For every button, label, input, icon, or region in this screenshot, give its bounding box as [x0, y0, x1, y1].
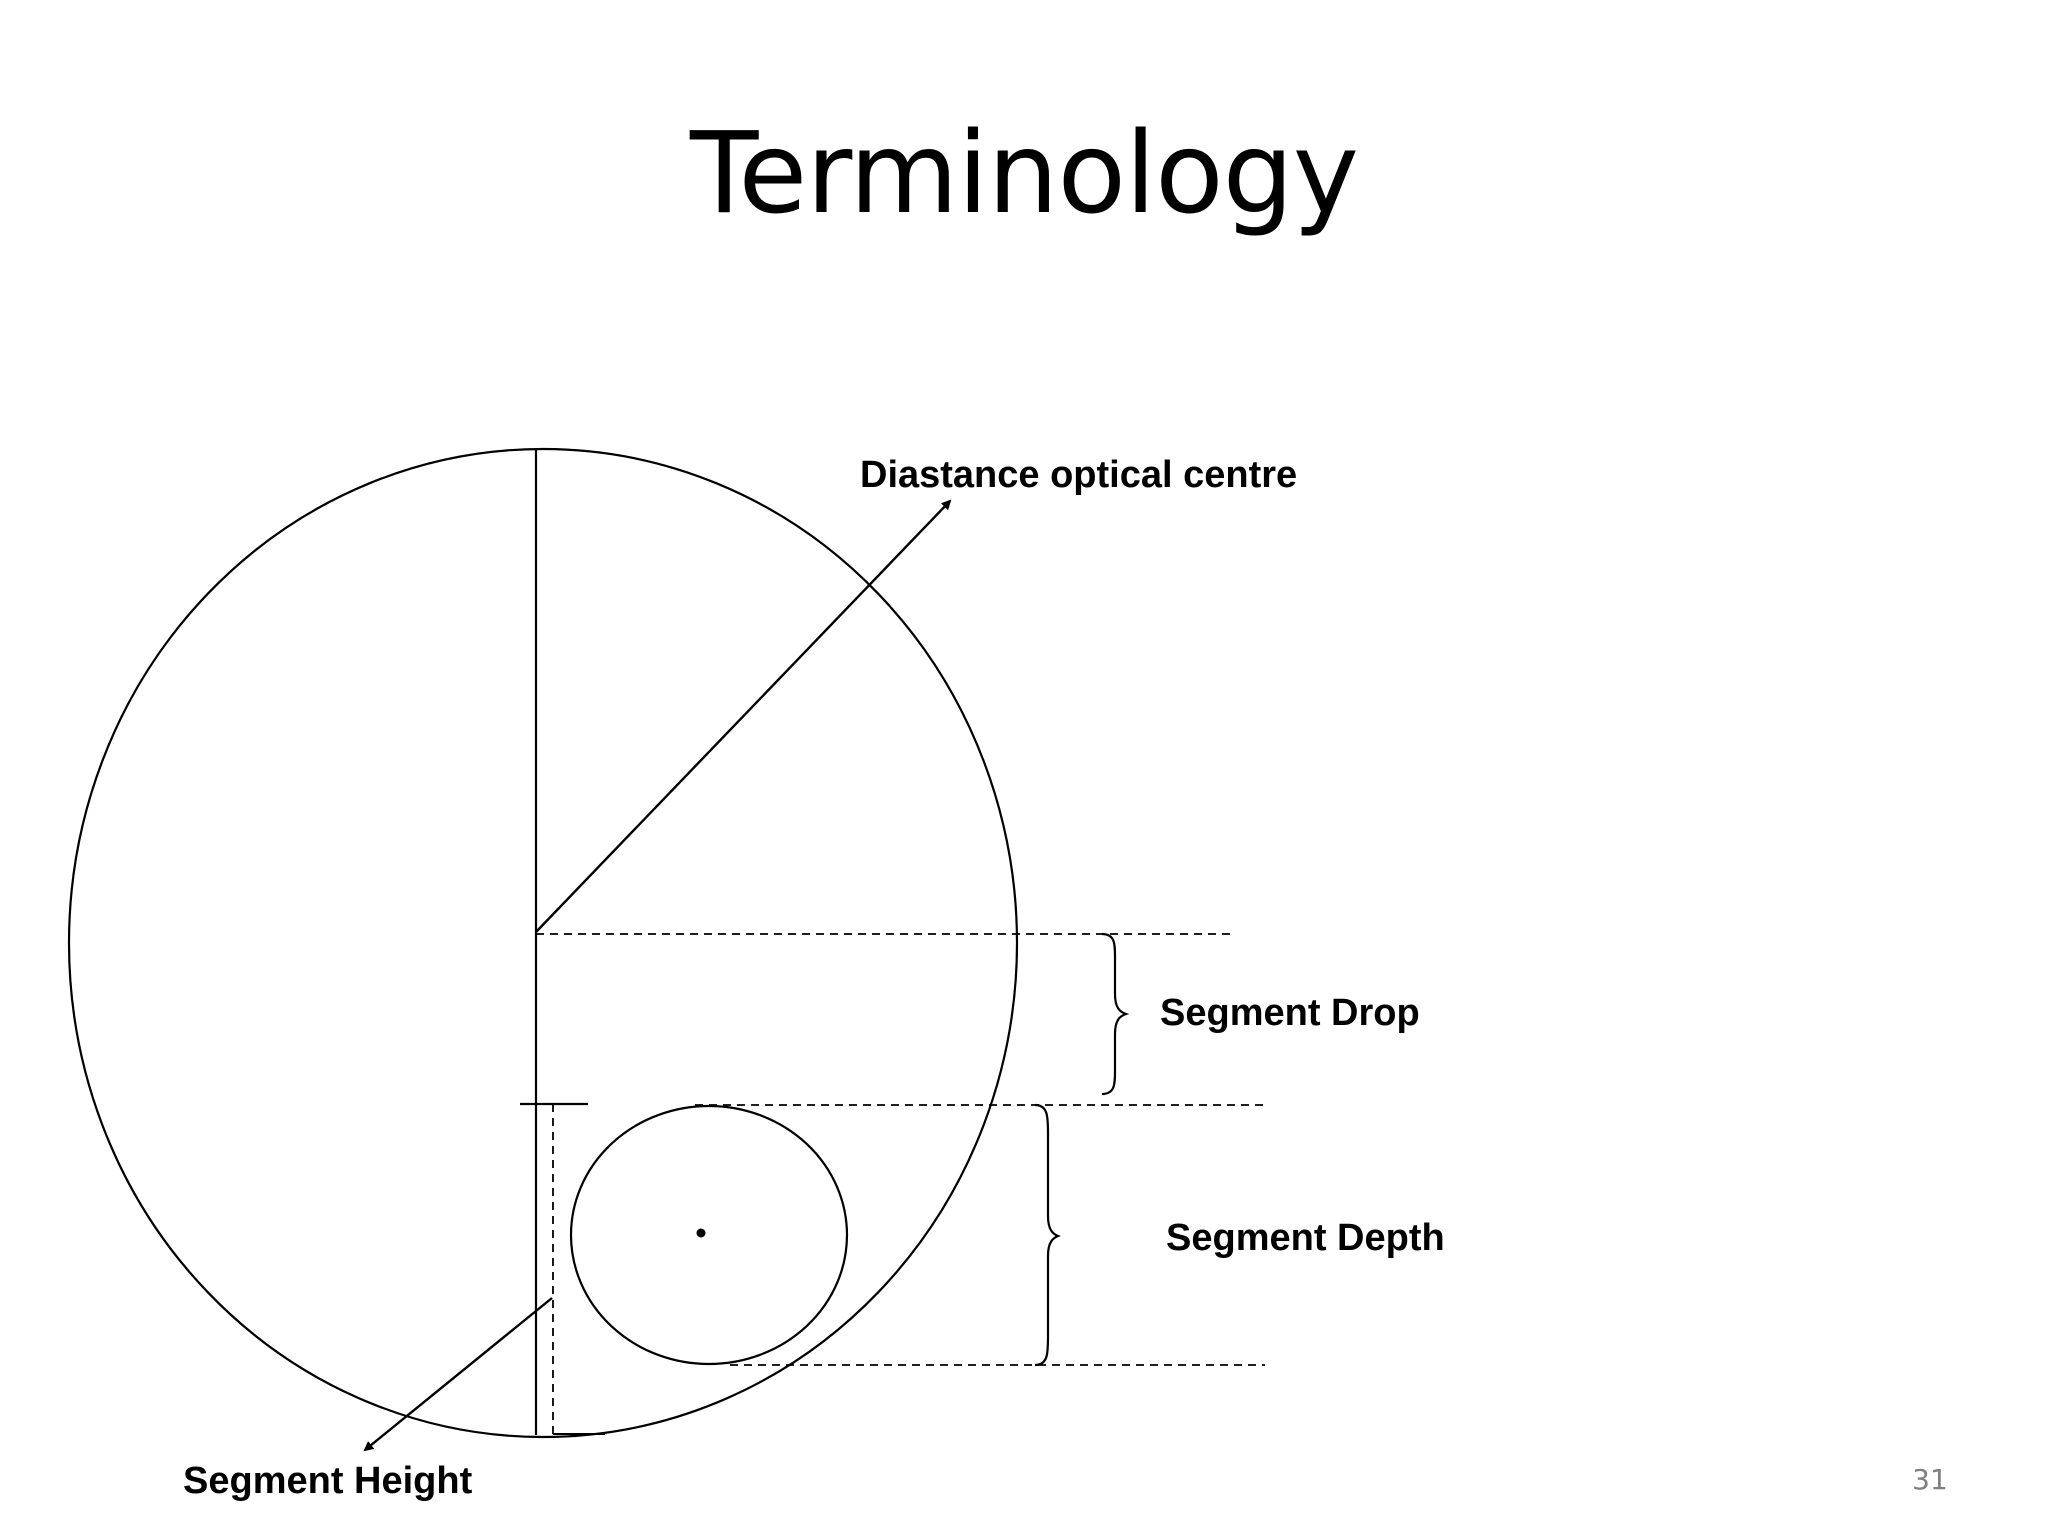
slide-title: Terminology — [689, 109, 1359, 239]
distance-optical-centre-label: Diastance optical centre — [860, 454, 1297, 496]
segment-height-arrow — [363, 1297, 553, 1452]
segment-depth-brace — [1034, 1103, 1061, 1367]
distance-optical-centre-arrow — [535, 499, 952, 933]
segment-depth-label: Segment Depth — [1166, 1217, 1445, 1259]
segment-drop-label: Segment Drop — [1160, 992, 1420, 1034]
segment-outline — [569, 1104, 849, 1366]
segment-drop-brace — [1101, 932, 1130, 1096]
segment-height-label: Segment Height — [183, 1460, 473, 1502]
segment-optical-centre-dot — [696, 1228, 706, 1238]
main-lens-outline — [67, 447, 1019, 1439]
slide-number: 31 — [1912, 1463, 1948, 1496]
